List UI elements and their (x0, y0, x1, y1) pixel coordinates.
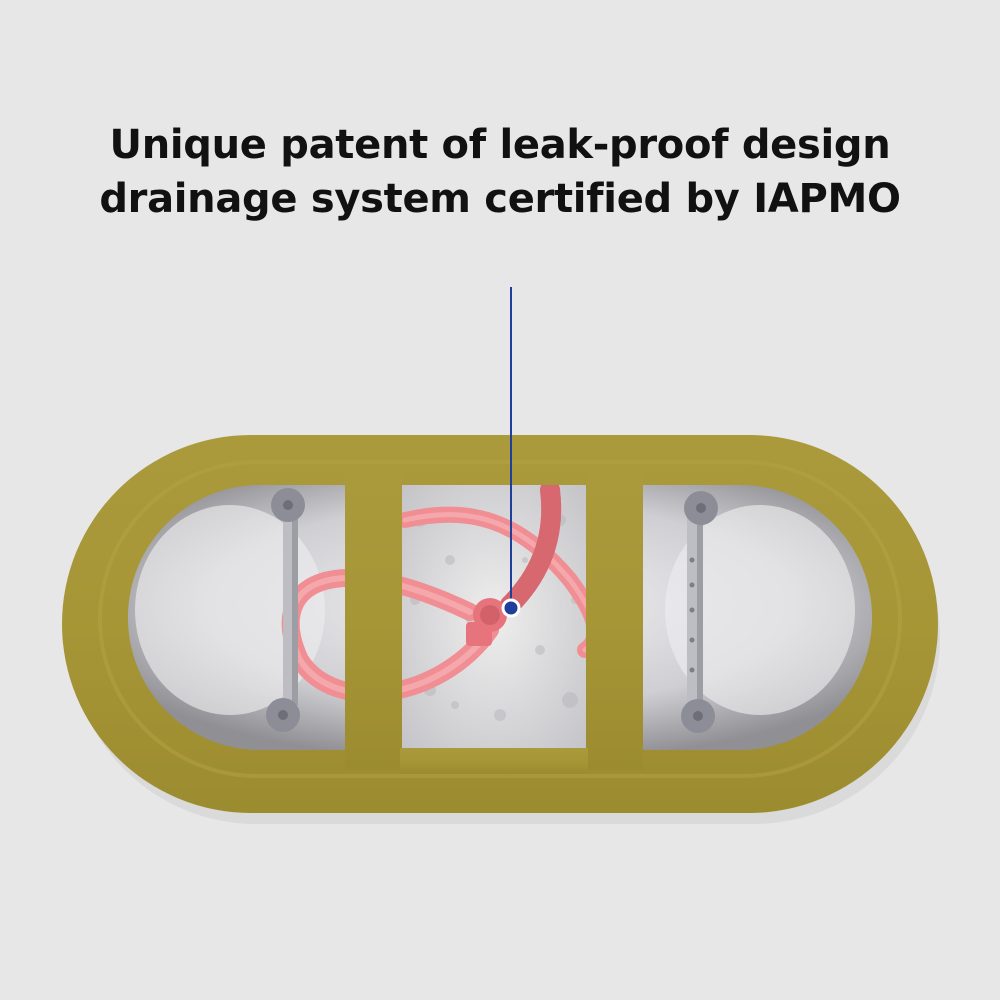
headline-line-2: drainage system certified by IAPMO (99, 176, 901, 222)
left-rib (345, 470, 402, 770)
headline: Unique patent of leak-proof design drain… (0, 118, 1000, 226)
headline-line-1: Unique patent of leak-proof design (109, 122, 891, 168)
right-rib (586, 470, 643, 770)
drain-valve-icon (466, 598, 507, 646)
callout-dot-icon (501, 598, 521, 618)
tub-shell-rim (98, 460, 902, 778)
right-support-bracket (681, 491, 718, 733)
center-bottom-band (400, 748, 588, 774)
right-foam-highlight (665, 505, 855, 715)
left-support-bracket (266, 488, 305, 732)
left-foam-highlight (135, 505, 325, 715)
